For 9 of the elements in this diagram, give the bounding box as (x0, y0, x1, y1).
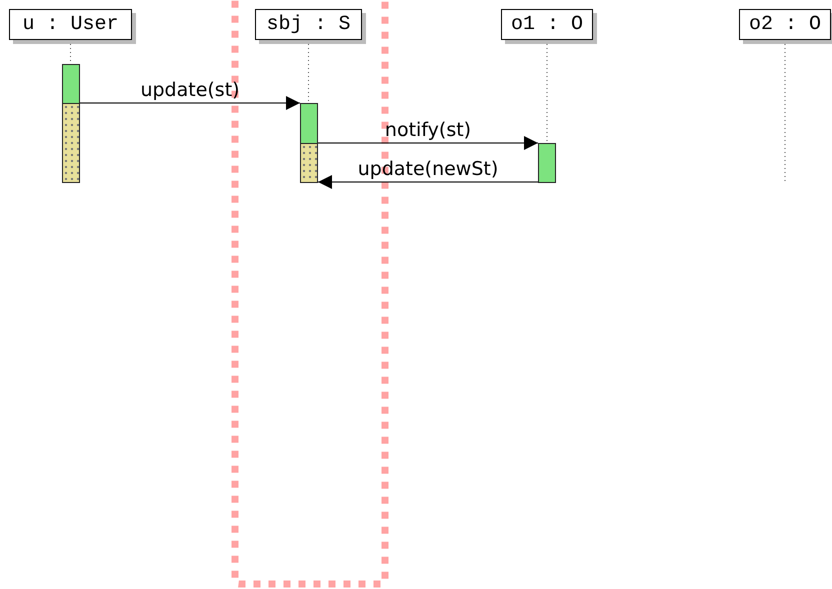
message-arrow (318, 175, 538, 189)
activation-bar (300, 103, 318, 183)
edge-label: update(newSt) (356, 160, 500, 179)
edge-label: notify(st) (384, 121, 472, 140)
edge-label: update(st) (139, 81, 241, 100)
activation-bar (538, 143, 556, 183)
message-arrow (80, 96, 300, 110)
activation-bar (62, 64, 80, 183)
message-arrow (318, 136, 538, 150)
